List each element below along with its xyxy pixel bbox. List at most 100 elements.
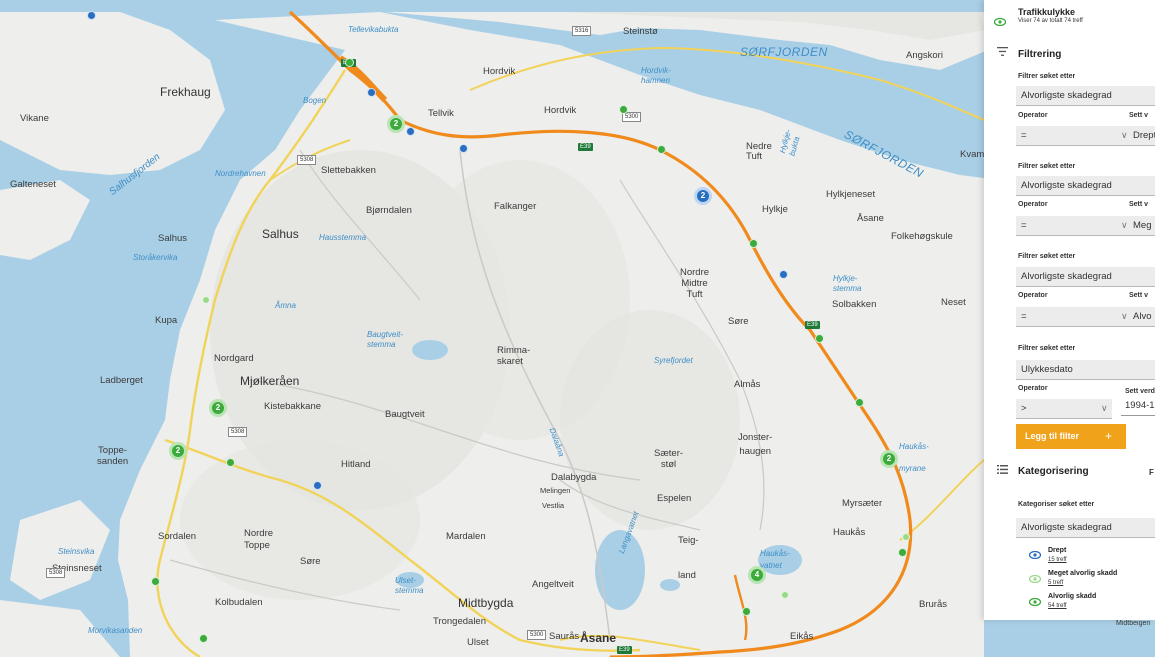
- operator-label: Operator: [1018, 112, 1048, 119]
- value-input[interactable]: Drept: [1129, 126, 1155, 146]
- value-input[interactable]: Meg: [1129, 216, 1155, 236]
- place-label: Hitland: [341, 459, 371, 470]
- place-label: Salhus: [262, 227, 299, 241]
- accident-marker-alvorlig[interactable]: [898, 548, 907, 557]
- legend-label-alvorlig: Alvorlig skadd: [1048, 593, 1097, 600]
- accident-cluster[interactable]: 4: [748, 566, 766, 584]
- road-number: 5300: [527, 630, 547, 640]
- e39-shield: E39: [805, 321, 820, 329]
- place-label: Midtbygda: [458, 596, 514, 610]
- water-label: Syrefjordet: [654, 356, 693, 365]
- accident-marker-alvorlig[interactable]: [151, 577, 160, 586]
- eye-icon[interactable]: [1029, 575, 1041, 583]
- accident-marker-alvorlig[interactable]: [742, 607, 751, 616]
- filter-field-select[interactable]: Ulykkesdato: [1016, 360, 1155, 380]
- accident-cluster[interactable]: 2: [209, 399, 227, 417]
- accident-marker-meget-alvorlig[interactable]: [202, 296, 210, 304]
- accident-marker-drept[interactable]: [87, 11, 96, 20]
- operator-select[interactable]: =: [1016, 307, 1129, 327]
- operator-label: Operator: [1018, 292, 1048, 299]
- accident-marker-alvorlig[interactable]: [226, 458, 235, 467]
- place-label: Eikås: [790, 631, 814, 642]
- accident-marker-alvorlig[interactable]: [619, 105, 628, 114]
- accident-marker-drept[interactable]: [779, 270, 788, 279]
- water-label: Morvikasanden: [88, 626, 143, 635]
- legend-count[interactable]: 54 treff: [1048, 603, 1067, 609]
- accident-marker-alvorlig[interactable]: [815, 334, 824, 343]
- accident-marker-meget-alvorlig[interactable]: [902, 533, 910, 541]
- place-label: Toppe- sanden: [97, 445, 129, 467]
- accident-cluster[interactable]: 2: [694, 187, 712, 205]
- chevron-down-icon: ∨: [1121, 130, 1128, 140]
- accident-marker-drept[interactable]: [459, 144, 468, 153]
- accident-cluster[interactable]: 2: [387, 115, 405, 133]
- filter-field-select[interactable]: Alvorligste skadegrad: [1016, 267, 1155, 287]
- categorize-field-select[interactable]: Alvorligste skadegrad: [1016, 518, 1155, 538]
- accident-marker-drept[interactable]: [406, 127, 415, 136]
- road-number: 5308: [46, 568, 66, 578]
- operator-select[interactable]: =: [1016, 126, 1129, 146]
- place-label: Steinstø: [623, 26, 658, 37]
- place-label: Bjørndalen: [366, 205, 412, 216]
- chevron-down-icon: ∨: [1121, 220, 1128, 230]
- filter-field-select[interactable]: Alvorligste skadegrad: [1016, 176, 1155, 196]
- legend-count[interactable]: 5 treff: [1048, 580, 1064, 586]
- water-label: Åmna: [275, 301, 296, 310]
- place-label: Nordgard: [214, 353, 254, 364]
- place-label: Åsane: [580, 631, 617, 645]
- accident-marker-drept[interactable]: [367, 88, 376, 97]
- place-label: Haukås: [833, 527, 866, 538]
- place-label: Dalabygda: [551, 472, 597, 483]
- operator-label: Operator: [1018, 385, 1048, 392]
- place-label: Steinsneset: [52, 563, 102, 574]
- accident-marker-meget-alvorlig[interactable]: [781, 591, 789, 599]
- place-label: Søre: [300, 556, 321, 567]
- plus-icon: +: [1105, 429, 1113, 443]
- place-label: Sæter- støl: [654, 448, 684, 470]
- water-label: Hausstemma: [319, 233, 367, 242]
- operator-select[interactable]: =: [1016, 216, 1129, 236]
- accident-marker-alvorlig[interactable]: [345, 58, 354, 67]
- e39-shield: E39: [617, 646, 632, 654]
- water-label: Tellevikabukta: [348, 25, 399, 34]
- accident-marker-alvorlig[interactable]: [657, 145, 666, 154]
- eye-icon[interactable]: [994, 18, 1006, 26]
- date-input[interactable]: 1994-10: [1121, 396, 1155, 416]
- place-label: Mardalen: [446, 531, 486, 542]
- eye-icon[interactable]: [1029, 598, 1041, 606]
- water-label: Bogen: [303, 96, 327, 105]
- place-label: Hylkjeneset: [826, 189, 876, 200]
- filter-field-select[interactable]: Alvorligste skadegrad: [1016, 86, 1155, 106]
- operator-select[interactable]: >: [1016, 399, 1112, 419]
- e39-shield: E39: [578, 143, 593, 151]
- place-label: Myrsæter: [842, 498, 883, 509]
- chevron-down-icon: ∨: [1121, 311, 1128, 321]
- accident-marker-drept[interactable]: [313, 481, 322, 490]
- accident-marker-alvorlig[interactable]: [855, 398, 864, 407]
- accident-marker-alvorlig[interactable]: [199, 634, 208, 643]
- eye-icon[interactable]: [1029, 551, 1041, 559]
- place-label: Nordre Midtre Tuft: [680, 267, 710, 300]
- value-input[interactable]: Alvo: [1129, 307, 1155, 327]
- place-label: Almås: [734, 379, 761, 390]
- value-label: Sett v: [1129, 292, 1149, 299]
- place-label: Midtbeigen: [1116, 620, 1151, 627]
- accident-cluster[interactable]: 2: [880, 450, 898, 468]
- place-label: land: [678, 570, 696, 581]
- legend-count[interactable]: 15 treff: [1048, 557, 1067, 563]
- water-label: Haukås- vatnet: [760, 549, 790, 570]
- accident-marker-alvorlig[interactable]: [749, 239, 758, 248]
- road-number: 5308: [228, 427, 248, 437]
- place-label: Frekhaug: [160, 85, 211, 99]
- filter-label: Filtrer søket etter: [1018, 73, 1076, 80]
- value-label: Sett verd: [1125, 388, 1155, 395]
- place-label: Ulset: [467, 637, 489, 648]
- add-filter-button[interactable]: Legg til filter +: [1016, 424, 1126, 449]
- value-label: Sett v: [1129, 201, 1149, 208]
- accident-cluster[interactable]: 2: [169, 442, 187, 460]
- place-label: Kolbudalen: [215, 597, 263, 608]
- water-label: Steinsvika: [58, 547, 95, 556]
- place-label: Solbakken: [832, 299, 877, 310]
- side-panel: Trafikkulykke Viser 74 av totalt 74 tref…: [984, 0, 1155, 620]
